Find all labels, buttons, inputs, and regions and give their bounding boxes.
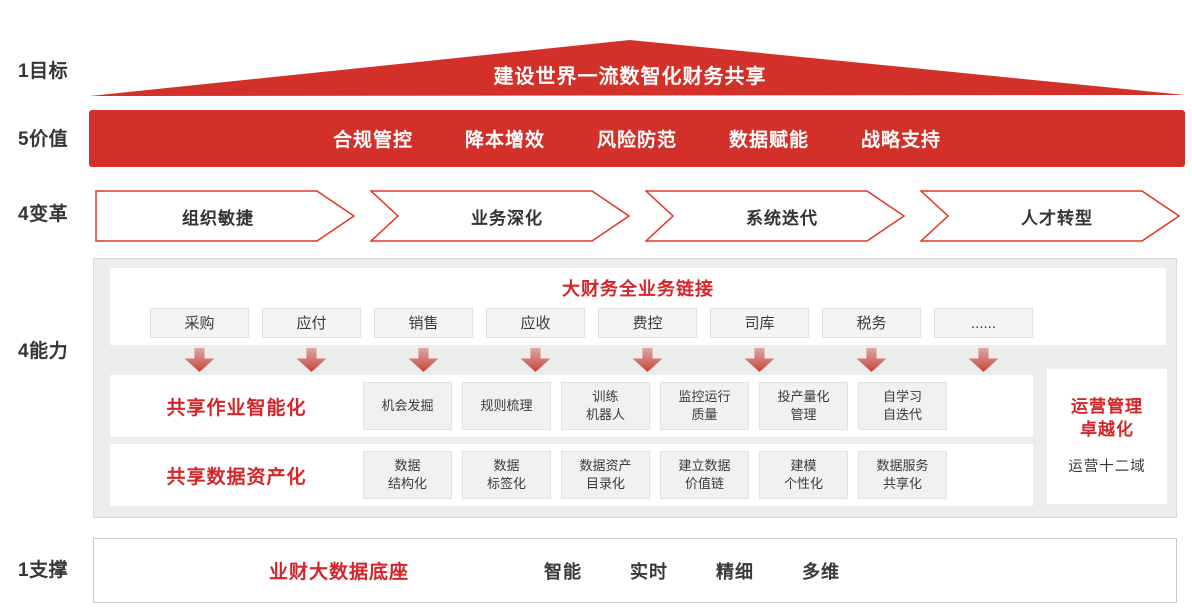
goal-title: 建设世界一流数智化财务共享 xyxy=(493,66,767,88)
value-item: 降本增效 xyxy=(464,130,545,151)
transform-arrow-2: 业务深化 xyxy=(370,190,630,242)
capability-box: 投产量化 管理 xyxy=(759,382,848,430)
transform-arrow-label: 人才转型 xyxy=(1021,208,1093,228)
support-foundation-box: 业财大数据底座 智能 实时 精细 多维 xyxy=(93,538,1177,603)
down-arrow-icon xyxy=(520,348,551,372)
chevron-arrow-shape xyxy=(920,190,1180,242)
transform-arrow-4: 人才转型 xyxy=(920,190,1180,242)
transform-arrow-label: 组织敏捷 xyxy=(182,208,254,228)
down-arrow-cell xyxy=(150,348,249,372)
capability-row-data-assets: 共享数据资产化 数据 结构化 数据 标签化 数据资产 目录化 建立数据 价值链 … xyxy=(110,444,1033,506)
capability-row-title: 共享数据资产化 xyxy=(166,466,307,488)
capabilities-panel: 大财务全业务链接 采购 应付 销售 应收 费控 司库 税务 .... xyxy=(93,258,1177,518)
chevron-arrow-shape xyxy=(370,190,630,242)
down-arrow-icon xyxy=(968,348,999,372)
down-arrow-cell xyxy=(598,348,697,372)
down-arrow-cell xyxy=(374,348,473,372)
capability-box: 建立数据 价值链 xyxy=(660,451,749,499)
support-foundation-title: 业财大数据底座 xyxy=(268,562,409,583)
down-arrow-cell xyxy=(934,348,1033,372)
support-foundation-item: 智能 xyxy=(544,561,582,582)
capability-box: 自学习 自迭代 xyxy=(858,382,947,430)
down-arrow-cell xyxy=(822,348,921,372)
business-domain-row: 采购 应付 销售 应收 费控 司库 税务 ...... xyxy=(150,308,1166,338)
value-item: 合规管控 xyxy=(332,130,413,151)
business-domain-box: 费控 xyxy=(598,308,697,338)
capability-items: 机会发掘 规则梳理 训练 机器人 监控运行 质量 投产量化 管理 自学习 自迭代 xyxy=(363,382,947,430)
capability-box: 机会发掘 xyxy=(363,382,452,430)
capability-box: 监控运行 质量 xyxy=(660,382,749,430)
support-foundation-item: 多维 xyxy=(802,561,840,582)
down-arrow-cell xyxy=(486,348,585,372)
values-bar: 合规管控 降本增效 风险防范 数据赋能 战略支持 xyxy=(89,110,1185,167)
down-arrow-icon xyxy=(296,348,327,372)
capability-box: 规则梳理 xyxy=(462,382,551,430)
transform-arrow-3: 系统迭代 xyxy=(645,190,905,242)
rail-label-capabilities: 4能力 xyxy=(18,341,69,362)
chevron-arrow-shape xyxy=(95,190,355,242)
down-arrow-icon xyxy=(184,348,215,372)
down-arrow-icon xyxy=(856,348,887,372)
down-arrow-row xyxy=(150,348,1033,372)
goal-roof-triangle xyxy=(90,40,1185,96)
capability-row-smart-operations: 共享作业智能化 机会发掘 规则梳理 训练 机器人 监控运行 质量 投产量化 管理… xyxy=(110,375,1033,437)
business-domain-box: 司库 xyxy=(710,308,809,338)
down-arrow-cell xyxy=(710,348,809,372)
rail-label-support: 1支撑 xyxy=(18,560,69,581)
value-item: 风险防范 xyxy=(596,130,677,151)
business-domain-box: 采购 xyxy=(150,308,249,338)
business-chain-box: 大财务全业务链接 采购 应付 销售 应收 费控 司库 税务 .... xyxy=(110,268,1166,345)
operations-excellence-subtitle: 运营十二域 xyxy=(1068,458,1146,475)
capability-row-title: 共享作业智能化 xyxy=(166,397,307,419)
rail-label-values: 5价值 xyxy=(18,129,69,150)
business-domain-box: 应收 xyxy=(486,308,585,338)
business-domain-box: 销售 xyxy=(374,308,473,338)
down-arrow-icon xyxy=(744,348,775,372)
value-item: 数据赋能 xyxy=(729,130,810,151)
rail-label-transforms: 4变革 xyxy=(18,204,69,225)
business-domain-box: 应付 xyxy=(262,308,361,338)
chevron-arrow-shape xyxy=(645,190,905,242)
support-foundation-item: 实时 xyxy=(630,561,668,582)
support-foundation-items: 智能 实时 精细 多维 xyxy=(544,539,840,602)
rail-label-goal: 1目标 xyxy=(18,61,69,82)
capability-box: 训练 机器人 xyxy=(561,382,650,430)
capability-box: 建模 个性化 xyxy=(759,451,848,499)
transform-arrow-label: 业务深化 xyxy=(471,208,543,228)
value-item: 战略支持 xyxy=(861,130,942,151)
capability-box: 数据 标签化 xyxy=(462,451,551,499)
down-arrow-cell xyxy=(262,348,361,372)
down-arrow-icon xyxy=(632,348,663,372)
down-arrow-icon xyxy=(408,348,439,372)
support-foundation-item: 精细 xyxy=(716,561,754,582)
business-domain-box: 税务 xyxy=(822,308,921,338)
business-domain-box: ...... xyxy=(934,308,1033,338)
transform-arrow-1: 组织敏捷 xyxy=(95,190,355,242)
transform-arrow-label: 系统迭代 xyxy=(746,208,818,228)
operations-excellence-title: 运营管理 卓越化 xyxy=(1071,397,1143,439)
capability-box: 数据资产 目录化 xyxy=(561,451,650,499)
operations-excellence-box: 运营管理 卓越化 运营十二域 xyxy=(1047,369,1167,504)
capability-items: 数据 结构化 数据 标签化 数据资产 目录化 建立数据 价值链 建模 个性化 数… xyxy=(363,451,947,499)
capability-box: 数据服务 共享化 xyxy=(858,451,947,499)
business-chain-title: 大财务全业务链接 xyxy=(562,279,714,299)
capability-box: 数据 结构化 xyxy=(363,451,452,499)
